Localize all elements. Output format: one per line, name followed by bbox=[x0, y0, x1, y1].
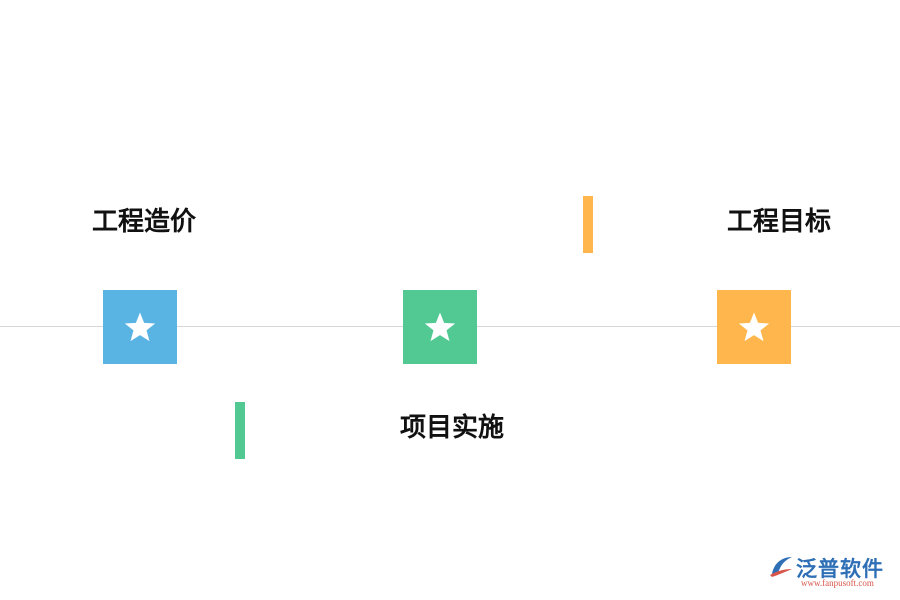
star-icon bbox=[424, 312, 456, 342]
milestone-node-2 bbox=[403, 290, 477, 364]
connector-tick-green bbox=[235, 402, 245, 459]
milestone-node-3 bbox=[717, 290, 791, 364]
logo-name: 泛普软件 bbox=[796, 557, 884, 581]
milestone-node-1 bbox=[103, 290, 177, 364]
logo-url: www.fanpusoft.com bbox=[801, 578, 874, 588]
connector-tick-orange bbox=[583, 196, 593, 253]
milestone-label-2: 项目实施 bbox=[400, 413, 505, 443]
logo-mark-icon bbox=[770, 557, 792, 577]
star-icon bbox=[124, 312, 156, 342]
star-icon bbox=[738, 312, 770, 342]
milestone-label-1: 工程造价 bbox=[92, 207, 197, 237]
milestone-label-3: 工程目标 bbox=[727, 207, 832, 237]
brand-logo: 泛普软件 www.fanpusoft.com bbox=[768, 553, 894, 593]
